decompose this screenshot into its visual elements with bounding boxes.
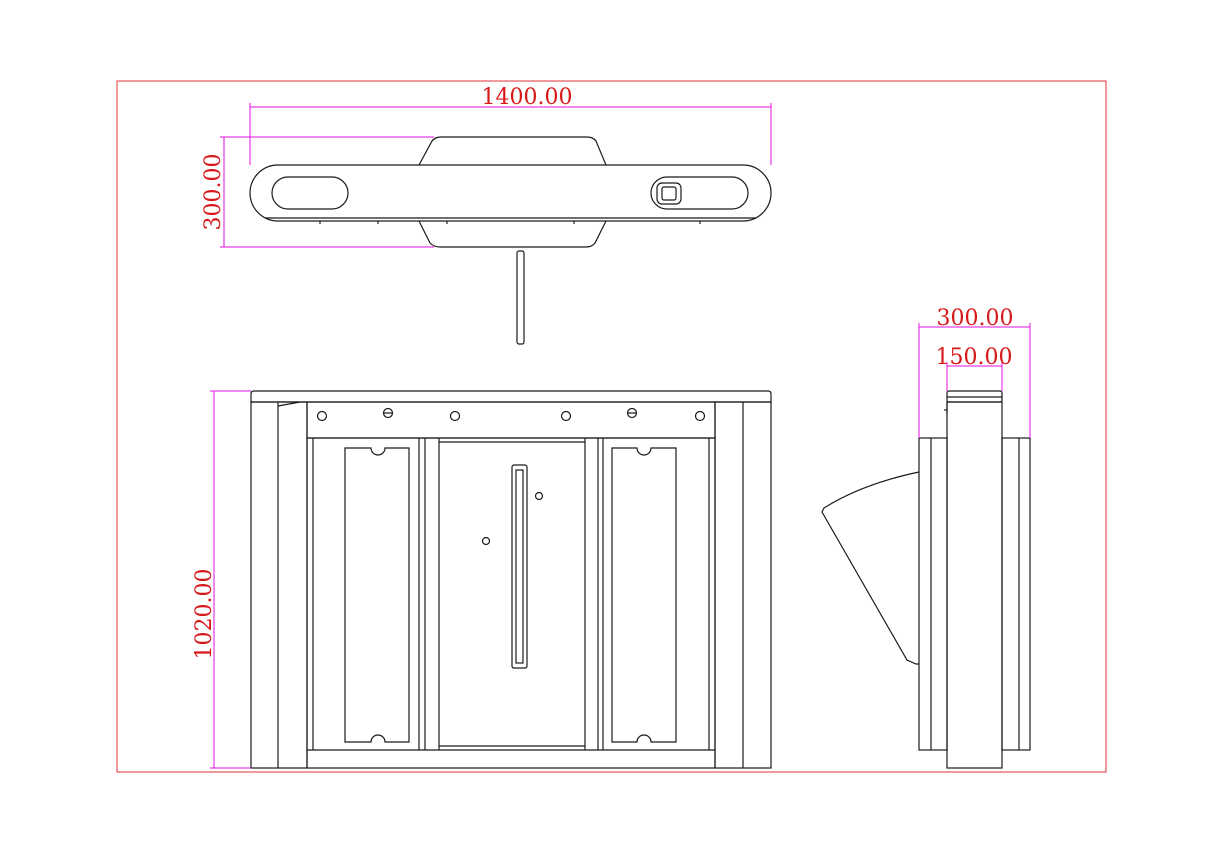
top-view (249, 136, 772, 345)
front-view-top-cap (250, 390, 772, 402)
dimension-top-width: 1400.00 (482, 85, 573, 110)
top-view-cover-lower (418, 220, 607, 248)
dimension-side-top-width: 150.00 (936, 345, 1013, 370)
side-view-barrier-wing (821, 471, 920, 665)
front-view-right-panel (611, 447, 677, 743)
front-view-mounting-holes (316, 407, 706, 422)
top-view-width-dimension (249, 103, 772, 165)
side-view-right-panel (1001, 437, 1031, 751)
front-view-center-slot (511, 464, 528, 669)
front-view-left-panel (344, 447, 410, 743)
side-view-width-dimension (918, 323, 1031, 438)
drawing-frame (116, 80, 1107, 773)
top-view-left-slot (271, 176, 349, 210)
top-view-depth-dimension (220, 136, 434, 248)
front-view (250, 390, 772, 769)
card-reader-icon (656, 182, 682, 205)
top-view-housing (249, 164, 772, 222)
side-view-left-panel (918, 437, 948, 751)
top-view-barrier-arm (516, 250, 525, 345)
top-view-cover (418, 136, 607, 166)
side-view-column (946, 401, 1003, 769)
top-view-right-slot (650, 176, 749, 210)
dimension-side-width: 300.00 (937, 306, 1014, 331)
side-view-top-width-dimension (946, 362, 1003, 391)
dimension-top-depth: 300.00 (201, 154, 226, 231)
front-view-height-dimension (210, 390, 251, 769)
dimension-front-height: 1020.00 (192, 569, 217, 660)
front-view-top-band (306, 401, 716, 439)
side-view (821, 390, 1031, 769)
card-reader-inner (661, 186, 677, 201)
front-view-body (306, 437, 716, 769)
front-view-left-column (250, 401, 308, 769)
